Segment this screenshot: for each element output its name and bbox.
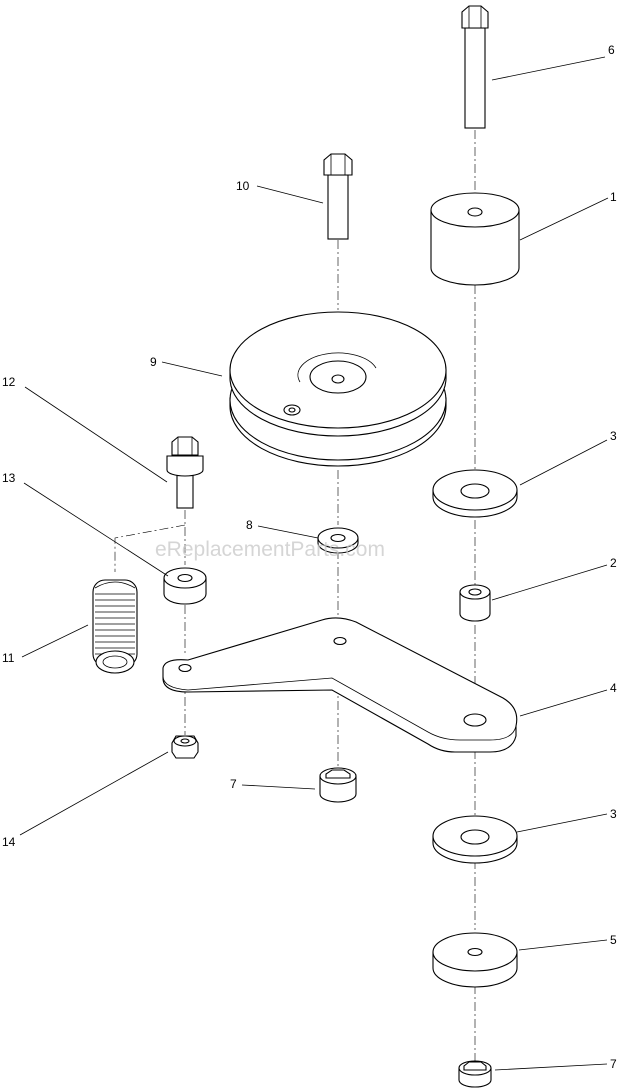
- spacer-washer-thick: [432, 932, 518, 988]
- callout-3-lower: 3: [610, 807, 617, 821]
- flat-washer-upper: [432, 469, 518, 518]
- callout-8: 8: [246, 518, 253, 532]
- hex-bolt-long: [461, 5, 489, 129]
- callout-2: 2: [610, 556, 617, 570]
- callout-9: 9: [150, 355, 157, 369]
- callout-5: 5: [610, 933, 617, 947]
- spacer-bushing: [163, 567, 207, 605]
- hex-bolt-pulley: [323, 153, 353, 240]
- center-axes: [114, 130, 476, 1062]
- flange-nut-center: [319, 767, 357, 803]
- leader-lines: [19, 56, 609, 1071]
- lock-nut-small: [171, 735, 199, 759]
- callout-3-upper: 3: [610, 429, 617, 443]
- callout-6: 6: [608, 43, 615, 57]
- callout-7-center: 7: [230, 777, 237, 791]
- callout-7-bottom: 7: [610, 1057, 617, 1071]
- extension-spring: [92, 579, 138, 674]
- cylinder-spacer: [430, 192, 520, 286]
- bushing: [459, 584, 491, 622]
- callout-labels: 6 1 10 9 3 12 13 8 2 11 4 7 14 3 5 7: [2, 43, 617, 1071]
- flat-washer-small: [317, 527, 359, 554]
- callout-13: 13: [2, 471, 16, 485]
- watermark-text: eReplacementParts.com: [155, 538, 385, 561]
- flat-washer-lower: [432, 815, 518, 864]
- idler-pulley: [229, 311, 447, 467]
- callout-4: 4: [610, 681, 617, 695]
- callout-11: 11: [2, 651, 15, 665]
- callout-14: 14: [2, 835, 16, 849]
- callout-12: 12: [2, 375, 16, 389]
- callout-10: 10: [236, 179, 250, 193]
- callout-1: 1: [610, 190, 617, 204]
- shoulder-bolt: [166, 436, 204, 509]
- idler-arm: [162, 617, 518, 753]
- flange-nut-bottom: [458, 1060, 492, 1088]
